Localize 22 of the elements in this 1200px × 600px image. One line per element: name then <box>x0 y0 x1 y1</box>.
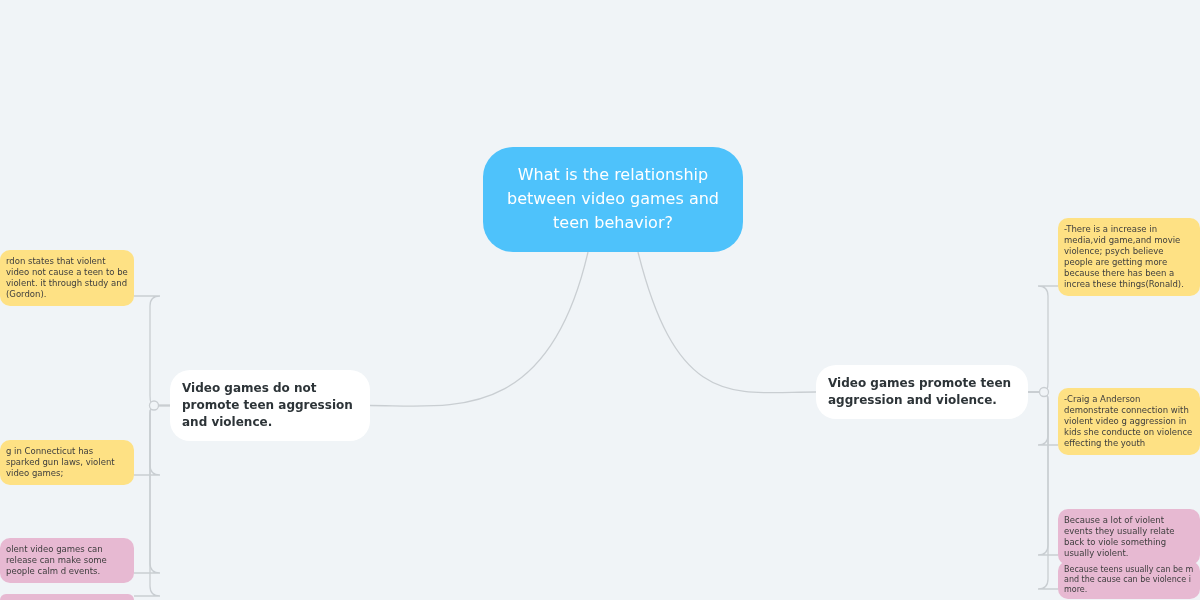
topic-text: Video games do not promote teen aggression and violence. <box>182 380 354 431</box>
topic-text: -Craig a Anderson demonstrate connection with violent video g aggression in kids she conducte on violence effecting the youth <box>1064 394 1194 449</box>
connector-line <box>369 251 589 407</box>
connector-line <box>637 251 817 394</box>
topic-text: Because a lot of violent events they usually relate back to viole something usually violent. <box>1064 515 1176 559</box>
note-card <box>1058 509 1200 565</box>
topic-text: Because teens usually can be m and the cause can be violence i more. <box>1064 565 1194 595</box>
central-topic <box>483 147 743 252</box>
note-card <box>0 440 134 485</box>
note-card <box>1058 218 1200 296</box>
note-card <box>1058 388 1200 455</box>
topic-text: What is the relationship between video games and teen behavior? <box>506 164 720 234</box>
note-card <box>0 250 134 306</box>
topic-text: olent video games can release can make some people calm d events. <box>6 544 108 577</box>
topic-text: rdon states that violent video not cause a teen to be violent. it through study and (Gordon). <box>6 256 128 300</box>
topic-text: Video games promote teen aggression and violence. <box>828 375 1013 409</box>
main-topic <box>816 365 1028 419</box>
note-card <box>0 538 134 583</box>
topic-text: -There is a increase in media,vid game,and movie violence; psych believe people are getting more because there has been a increa these things(Ronald). <box>1064 224 1185 290</box>
topic-text: g in Connecticut has sparked gun laws, violent video games; <box>6 446 116 479</box>
note-card <box>1058 561 1200 599</box>
main-topic <box>170 370 370 441</box>
